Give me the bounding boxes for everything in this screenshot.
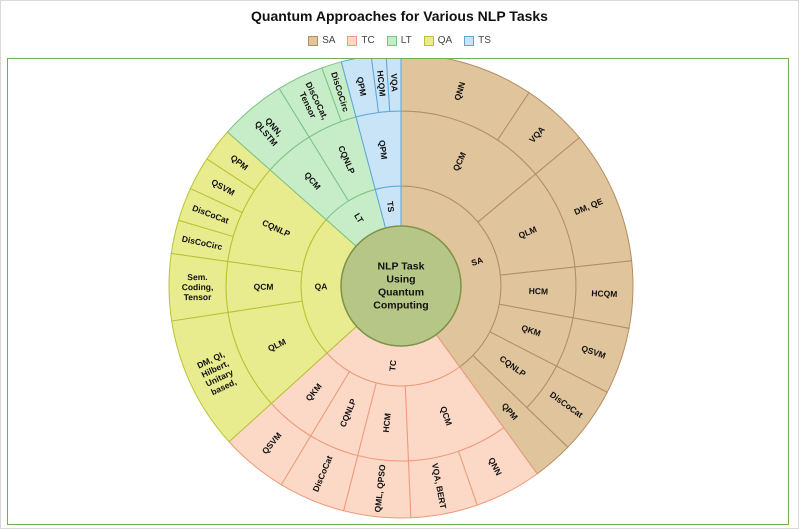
segments xyxy=(168,59,634,519)
center-label-line: NLP Task xyxy=(378,261,425,273)
legend-item-tc: TC xyxy=(347,35,375,46)
legend-swatch xyxy=(347,35,358,46)
segment-label-level2-hcm: HCM xyxy=(381,413,393,433)
segment-label-level1-sa: SA xyxy=(470,255,484,268)
segment-ts-vqa xyxy=(385,59,402,112)
legend-label: TC xyxy=(361,35,375,46)
legend-item-lt: LT xyxy=(386,35,412,46)
legend-label: LT xyxy=(400,35,412,46)
legend-item-ts: TS xyxy=(464,35,491,46)
segment-label-level3-vqa: VQA xyxy=(389,73,400,92)
center-label-line: Using xyxy=(386,274,415,286)
legend-label: TS xyxy=(478,35,491,46)
legend-swatch xyxy=(386,35,397,46)
chart-title: Quantum Approaches for Various NLP Tasks xyxy=(251,8,548,24)
segment-label-level1-tc: TC xyxy=(387,359,398,371)
legend-label: SA xyxy=(322,35,336,46)
segment-label-level1-ts: TS xyxy=(385,201,396,213)
center-circle xyxy=(340,225,462,347)
legend-item-qa: QA xyxy=(423,35,453,46)
legend-swatch xyxy=(308,35,319,46)
segment-label-level2-qpm: QPM xyxy=(377,139,389,160)
legend-swatch xyxy=(423,35,434,46)
legend: SA TC LT QA TS xyxy=(0,35,799,46)
center-label-line: Computing xyxy=(373,300,428,312)
segment-label-level3-qpm: QPM xyxy=(355,76,369,97)
segment-label-level3-hcqm: HCQM xyxy=(591,288,617,299)
legend-swatch xyxy=(464,35,475,46)
segment-label-level2-qcm: QCM xyxy=(254,282,274,292)
segment-label-level1-qa: QA xyxy=(315,281,328,291)
center-label-line: Quantum xyxy=(378,287,424,299)
segment-label-level3-dm-qi-hilbert-unitary-based: DM, QI,Hilbert,Unitarybased, xyxy=(195,349,239,398)
segment-label-level3-hcqm: HCQM xyxy=(375,70,387,97)
segment-label-level3-sem-coding-tensor: Sem.Coding,Tensor xyxy=(182,272,214,302)
legend-item-sa: SA xyxy=(308,35,335,46)
legend-label: QA xyxy=(437,35,453,46)
segment-label-level2-hcm: HCM xyxy=(529,286,549,297)
